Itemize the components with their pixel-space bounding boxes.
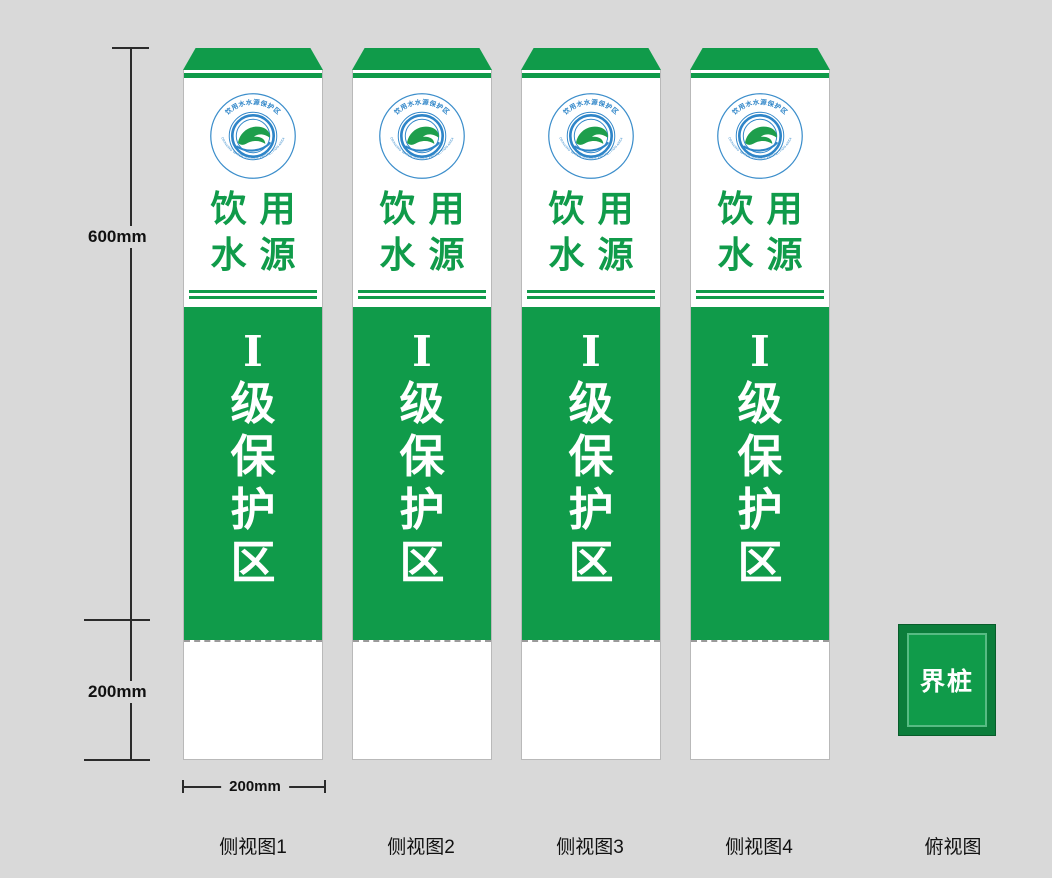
pillar-side-view: 饮用水水源保护区 DRINKING WATER SOURCE PROTECTIO… — [521, 48, 661, 760]
zone-char: 保 — [230, 431, 276, 482]
zone-char: Ⅰ — [243, 327, 263, 376]
zone-char: 护 — [230, 484, 276, 535]
logo-wave-icon — [743, 141, 778, 152]
zone-char: 保 — [737, 431, 783, 482]
water-protection-logo-icon: 饮用水水源保护区 DRINKING WATER SOURCE PROTECTIO… — [379, 93, 465, 179]
zone-char: 保 — [399, 431, 445, 482]
logo-wave-icon — [574, 141, 609, 152]
protection-zone-panel: Ⅰ 级 保 护 区 — [691, 307, 829, 640]
top-view-marker: 界桩 — [898, 624, 996, 736]
pillar-top-strip — [522, 73, 660, 78]
zone-char: 区 — [737, 537, 783, 588]
protection-zone-panel: Ⅰ 级 保 护 区 — [353, 307, 491, 640]
pillar-top-strip — [353, 73, 491, 78]
logo-swoosh-icon — [576, 126, 608, 145]
dim-tick-middle — [84, 619, 150, 621]
dim-line-600 — [130, 47, 132, 621]
logo-wave-icon — [405, 141, 440, 152]
pillar-title-line1: 饮用 — [379, 188, 478, 229]
pillar-title-line2: 水源 — [717, 234, 816, 275]
buried-section — [691, 640, 829, 759]
pillar-cap — [690, 48, 830, 70]
double-separator — [189, 290, 317, 299]
dim-tick-bottom — [84, 759, 150, 761]
zone-char: 区 — [399, 537, 445, 588]
pillar-top-strip — [184, 73, 322, 78]
view-label-side-4: 侧视图4 — [725, 837, 793, 858]
pillars-row: 饮用水水源保护区 DRINKING WATER SOURCE PROTECTIO… — [183, 48, 830, 760]
protection-zone-panel: Ⅰ 级 保 护 区 — [184, 307, 322, 640]
pillar-cap — [183, 48, 323, 70]
pillar-title-line2: 水源 — [210, 234, 309, 275]
zone-char: 级 — [568, 378, 614, 429]
top-view-inner-frame: 界桩 — [907, 633, 987, 727]
double-separator — [696, 290, 824, 299]
zone-char: 区 — [568, 537, 614, 588]
pillar-title-line1: 饮用 — [210, 188, 309, 229]
double-separator — [358, 290, 486, 299]
zone-char: Ⅰ — [581, 327, 601, 376]
zone-char: 护 — [568, 484, 614, 535]
pillar-cap — [352, 48, 492, 70]
water-protection-logo-icon: 饮用水水源保护区 DRINKING WATER SOURCE PROTECTIO… — [717, 93, 803, 179]
water-protection-logo-icon: 饮用水水源保护区 DRINKING WATER SOURCE PROTECTIO… — [210, 93, 296, 179]
pillar-body: 饮用水水源保护区 DRINKING WATER SOURCE PROTECTIO… — [183, 70, 323, 760]
zone-char: Ⅰ — [412, 327, 432, 376]
buried-section — [522, 640, 660, 759]
zone-char: 级 — [399, 378, 445, 429]
dim-label-600mm: 600mm — [84, 226, 151, 248]
logo-wave-icon — [236, 141, 271, 152]
pillar-side-view: 饮用水水源保护区 DRINKING WATER SOURCE PROTECTIO… — [352, 48, 492, 760]
pillar-title-line2: 水源 — [548, 234, 647, 275]
zone-char: 区 — [230, 537, 276, 588]
logo-swoosh-icon — [407, 126, 439, 145]
pillar-title-line2: 水源 — [379, 234, 478, 275]
view-label-side-1: 侧视图1 — [219, 837, 287, 858]
double-separator — [527, 290, 655, 299]
view-label-side-3: 侧视图3 — [556, 837, 624, 858]
pillar-cap — [521, 48, 661, 70]
water-protection-logo-icon: 饮用水水源保护区 DRINKING WATER SOURCE PROTECTIO… — [548, 93, 634, 179]
zone-char: 护 — [737, 484, 783, 535]
zone-char: 保 — [568, 431, 614, 482]
zone-char: 级 — [230, 378, 276, 429]
zone-char: Ⅰ — [750, 327, 770, 376]
pillar-body: 饮用水水源保护区 DRINKING WATER SOURCE PROTECTIO… — [352, 70, 492, 760]
buried-section — [353, 640, 491, 759]
dim-label-width-200mm: 200mm — [221, 778, 289, 795]
buried-section — [184, 640, 322, 759]
pillar-side-view: 饮用水水源保护区 DRINKING WATER SOURCE PROTECTIO… — [183, 48, 323, 760]
pillar-side-view: 饮用水水源保护区 DRINKING WATER SOURCE PROTECTIO… — [690, 48, 830, 760]
view-label-top: 俯视图 — [924, 837, 982, 858]
pillar-title-line1: 饮用 — [548, 188, 647, 229]
logo-swoosh-icon — [238, 126, 270, 145]
dim-width-tick-left — [182, 780, 184, 793]
logo-swoosh-icon — [745, 126, 777, 145]
pillar-top-strip — [691, 73, 829, 78]
dim-label-200mm: 200mm — [84, 681, 151, 703]
pillar-body: 饮用水水源保护区 DRINKING WATER SOURCE PROTECTIO… — [690, 70, 830, 760]
zone-char: 护 — [399, 484, 445, 535]
zone-char: 级 — [737, 378, 783, 429]
dim-width-tick-right — [324, 780, 326, 793]
top-view-marker-text: 界桩 — [919, 668, 974, 696]
protection-zone-panel: Ⅰ 级 保 护 区 — [522, 307, 660, 640]
view-label-side-2: 侧视图2 — [387, 837, 455, 858]
pillar-title-line1: 饮用 — [717, 188, 816, 229]
pillar-body: 饮用水水源保护区 DRINKING WATER SOURCE PROTECTIO… — [521, 70, 661, 760]
